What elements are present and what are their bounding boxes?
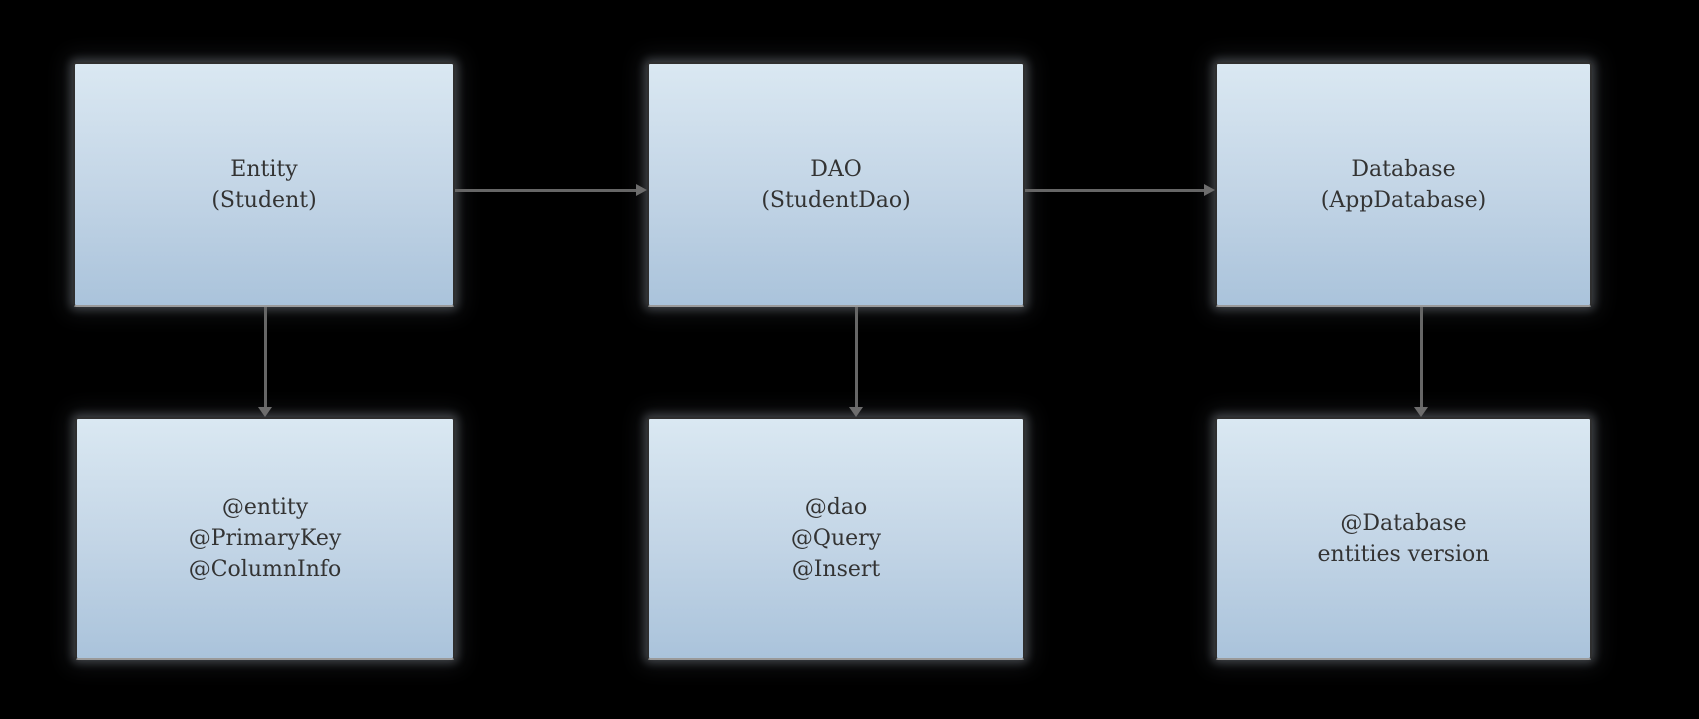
node-dao-annotations: @dao @Query @Insert [647, 417, 1025, 660]
node-database-annotations-label: @Database entities version [1317, 510, 1490, 567]
node-database-annotations: @Database entities version [1215, 417, 1592, 660]
node-entity-label: Entity (Student) [211, 156, 317, 213]
edge-entity-annotations-arrowhead [258, 407, 272, 417]
node-dao: DAO (StudentDao) [647, 62, 1025, 307]
edge-dao-annotations-arrowhead [849, 407, 863, 417]
node-entity-annotations: @entity @PrimaryKey @ColumnInfo [75, 417, 455, 660]
edge-dao-annotations-line [855, 307, 858, 407]
edge-database-annotations-line [1420, 307, 1423, 407]
edge-entity-dao-line [455, 189, 636, 192]
edge-dao-database-line [1025, 189, 1204, 192]
node-entity-annotations-label: @entity @PrimaryKey @ColumnInfo [188, 495, 342, 582]
node-database: Database (AppDatabase) [1215, 62, 1592, 307]
node-dao-label: DAO (StudentDao) [761, 156, 911, 213]
node-entity: Entity (Student) [73, 62, 455, 307]
node-dao-annotations-label: @dao @Query @Insert [790, 495, 882, 582]
edge-entity-annotations-line [264, 307, 267, 407]
edge-database-annotations-arrowhead [1414, 407, 1428, 417]
node-database-label: Database (AppDatabase) [1320, 156, 1487, 213]
edge-dao-database-arrowhead [1204, 184, 1215, 196]
edge-entity-dao-arrowhead [636, 184, 647, 196]
